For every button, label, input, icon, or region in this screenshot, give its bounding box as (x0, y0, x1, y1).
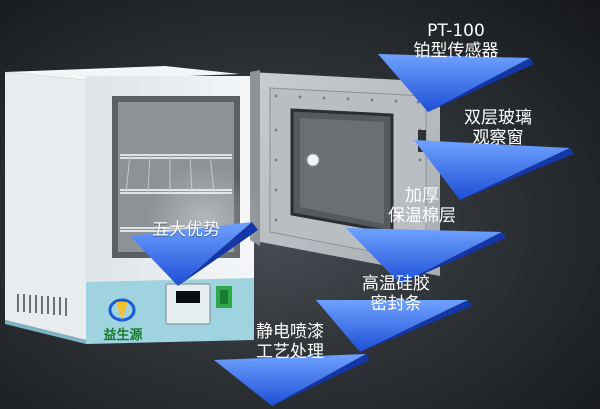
brand-logo (108, 298, 136, 322)
pyramid-seal (316, 300, 472, 352)
oven-top (5, 66, 240, 80)
label-seal-line2: 密封条 (370, 294, 422, 314)
side-vents (17, 294, 67, 316)
controller-display (176, 291, 200, 303)
label-insulation-line1: 加厚 (405, 186, 439, 206)
label-sensor-line1: PT-100 (427, 21, 485, 41)
label-seal-line1: 高温硅胶 (362, 274, 430, 294)
pyramid-paint (214, 354, 370, 406)
label-window-line1: 双层玻璃 (464, 108, 532, 128)
temperature-controller (165, 283, 211, 325)
oven-side-panel (5, 72, 86, 340)
brand-name: 益生源 (103, 328, 143, 343)
label-window-line2: 观察窗 (472, 128, 524, 148)
pyramid-window (414, 140, 574, 200)
pyramid-sensor (378, 54, 534, 112)
label-insulation-line2: 保温棉层 (388, 206, 456, 226)
pyramid-insulation (346, 228, 506, 284)
label-sensor-line2: 铂型传感器 (413, 41, 499, 61)
label-five-advantages: 五大优势 (152, 220, 220, 240)
pyramid-five-advantages (130, 222, 258, 286)
label-paint-line1: 静电喷漆 (256, 322, 324, 342)
label-paint-line2: 工艺处理 (256, 342, 324, 362)
